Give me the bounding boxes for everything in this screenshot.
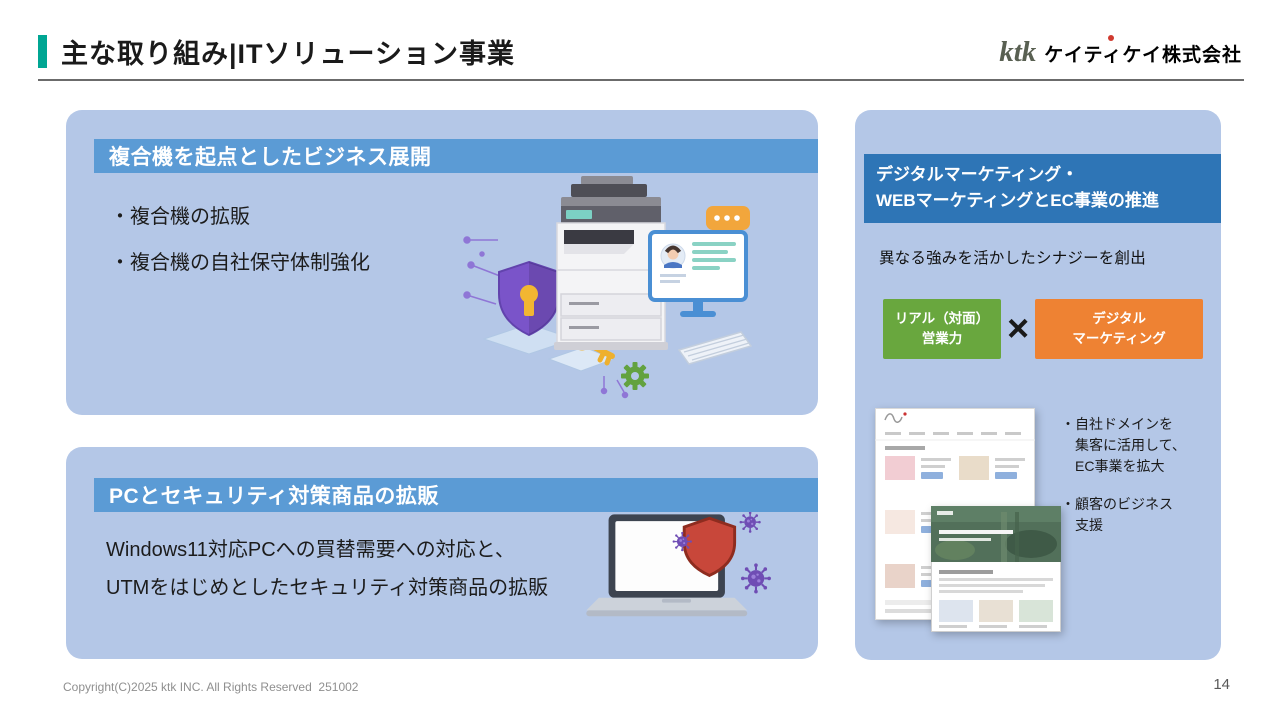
copier-security-illustration (463, 176, 753, 399)
copier-panel: 複合機を起点としたビジネス展開 ・複合機の拡販 ・複合機の自社保守体制強化 (66, 110, 818, 415)
virus-icon (738, 510, 762, 534)
digital-marketing-chip: デジタル マーケティング (1035, 299, 1203, 359)
title-accent-bar (38, 35, 47, 68)
multiply-icon: × (1007, 308, 1030, 350)
ec-bullet-support: ・顧客のビジネス 支援 (1061, 494, 1213, 536)
digital-header-line-1: デジタルマーケティング・ (876, 165, 1079, 184)
real-sales-chip-line2: 営業力 (921, 331, 963, 346)
pc-panel-header: PCとセキュリティ対策商品の拡販 (94, 478, 818, 512)
copier-bullets: ・複合機の拡販 ・複合機の自社保守体制強化 (110, 194, 370, 286)
ec-bullet-domain: ・自社ドメインを 集客に活用して、 EC事業を拡大 (1061, 414, 1213, 477)
company-logo: ktk ケイティケイ株式会社 (999, 35, 1242, 69)
pc-text: Windows11対応PCへの買替需要への対応と、 UTMをはじめとしたセキュリ… (106, 531, 548, 607)
printer-icon (554, 176, 668, 350)
synergy-formula: リアル（対面） 営業力 × デジタル マーケティング (883, 298, 1203, 360)
title-divider (38, 79, 1244, 81)
copyright-text: Copyright(C)2025 ktk INC. All Rights Res… (63, 680, 359, 694)
security-shield-icon (498, 260, 560, 337)
copier-panel-header: 複合機を起点としたビジネス展開 (94, 139, 818, 173)
ec-bullet-domain-line3: EC事業を拡大 (1061, 458, 1165, 474)
protection-shield-icon (682, 516, 737, 578)
digital-panel-header: デジタルマーケティング・ WEBマーケティングとEC事業の推進 (864, 154, 1221, 223)
monitor-icon (648, 230, 748, 317)
page-number: 14 (1213, 676, 1230, 693)
logo-red-accent (1108, 35, 1115, 41)
real-sales-chip-line1: リアル（対面） (894, 311, 990, 327)
virus-icon (739, 562, 773, 595)
pc-text-line-1: Windows11対応PCへの買替需要への対応と、 (106, 539, 515, 561)
ec-site-screenshot-2 (931, 506, 1061, 632)
keyboard-icon (677, 331, 753, 365)
virus-icon (671, 531, 693, 552)
circuit-icon (463, 236, 629, 399)
ec-bullet-domain-line2: 集客に活用して、 (1061, 437, 1186, 453)
ec-bullet-support-line2: 支援 (1061, 517, 1103, 533)
logo-company-text: ケイティケイ株式会社 (1044, 45, 1242, 66)
title-row: 主な取り組み|ITソリューション事業 (38, 32, 515, 71)
digital-marketing-chip-line1: デジタル (1092, 311, 1146, 327)
ec-bullet-support-line1: ・顧客のビジネス (1061, 496, 1173, 512)
copier-bullet-1: ・複合機の拡販 (110, 206, 250, 228)
logo-company-wrap: ケイティケイ株式会社 (1044, 35, 1242, 67)
logo-ktk-text: ktk (999, 36, 1037, 68)
pc-panel: PCとセキュリティ対策商品の拡販 Windows11対応PCへの買替需要への対応… (66, 447, 818, 659)
copier-bullet-2: ・複合機の自社保守体制強化 (110, 252, 370, 274)
page-title: 主な取り組み|ITソリューション事業 (61, 39, 516, 69)
real-sales-chip: リアル（対面） 営業力 (883, 299, 1001, 359)
synergy-text: 異なる強みを活かしたシナジーを創出 (879, 250, 1146, 267)
ec-bullet-domain-line1: ・自社ドメインを (1061, 416, 1173, 432)
digital-header-line-2: WEBマーケティングとEC事業の推進 (876, 191, 1159, 211)
ec-bullets: ・自社ドメインを 集客に活用して、 EC事業を拡大 ・顧客のビジネス 支援 (1061, 414, 1213, 536)
laptop-security-illustration (586, 510, 773, 617)
pc-text-line-2: UTMをはじめとしたセキュリティ対策商品の拡販 (106, 577, 549, 599)
digital-panel: デジタルマーケティング・ WEBマーケティングとEC事業の推進 異なる強みを活か… (855, 110, 1221, 660)
gear-icon (621, 362, 649, 390)
digital-marketing-chip-line2: マーケティング (1072, 331, 1166, 346)
